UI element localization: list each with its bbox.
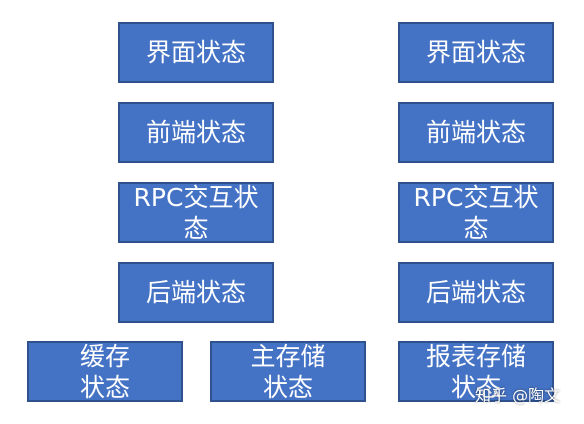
- report-storage-state-box: 报表存储状态: [398, 341, 554, 402]
- right-rpc-state-box: RPC交互状态: [398, 182, 554, 243]
- right-backend-state-label: 后端状态: [425, 278, 526, 307]
- main-storage-state-label: 主存储状态: [250, 341, 326, 402]
- right-rpc-state-label: RPC交互状态: [413, 182, 539, 243]
- left-rpc-state-box: RPC交互状态: [118, 182, 274, 243]
- right-ui-state-label: 界面状态: [425, 38, 526, 67]
- right-backend-state-box: 后端状态: [398, 262, 554, 323]
- left-rpc-state-label: RPC交互状态: [133, 182, 259, 243]
- left-backend-state-box: 后端状态: [118, 262, 274, 323]
- report-storage-state-label: 报表存储状态: [425, 341, 526, 402]
- left-frontend-state-label: 前端状态: [145, 118, 246, 147]
- main-storage-state-box: 主存储状态: [210, 341, 366, 402]
- left-ui-state-label: 界面状态: [145, 38, 246, 67]
- left-frontend-state-box: 前端状态: [118, 102, 274, 163]
- cache-state-box: 缓存状态: [27, 341, 183, 402]
- watermark: 知乎 @陶文: [475, 386, 561, 405]
- right-frontend-state-box: 前端状态: [398, 102, 554, 163]
- left-backend-state-label: 后端状态: [145, 278, 246, 307]
- left-ui-state-box: 界面状态: [118, 22, 274, 83]
- cache-state-label: 缓存状态: [79, 341, 130, 402]
- right-frontend-state-label: 前端状态: [425, 118, 526, 147]
- right-ui-state-box: 界面状态: [398, 22, 554, 83]
